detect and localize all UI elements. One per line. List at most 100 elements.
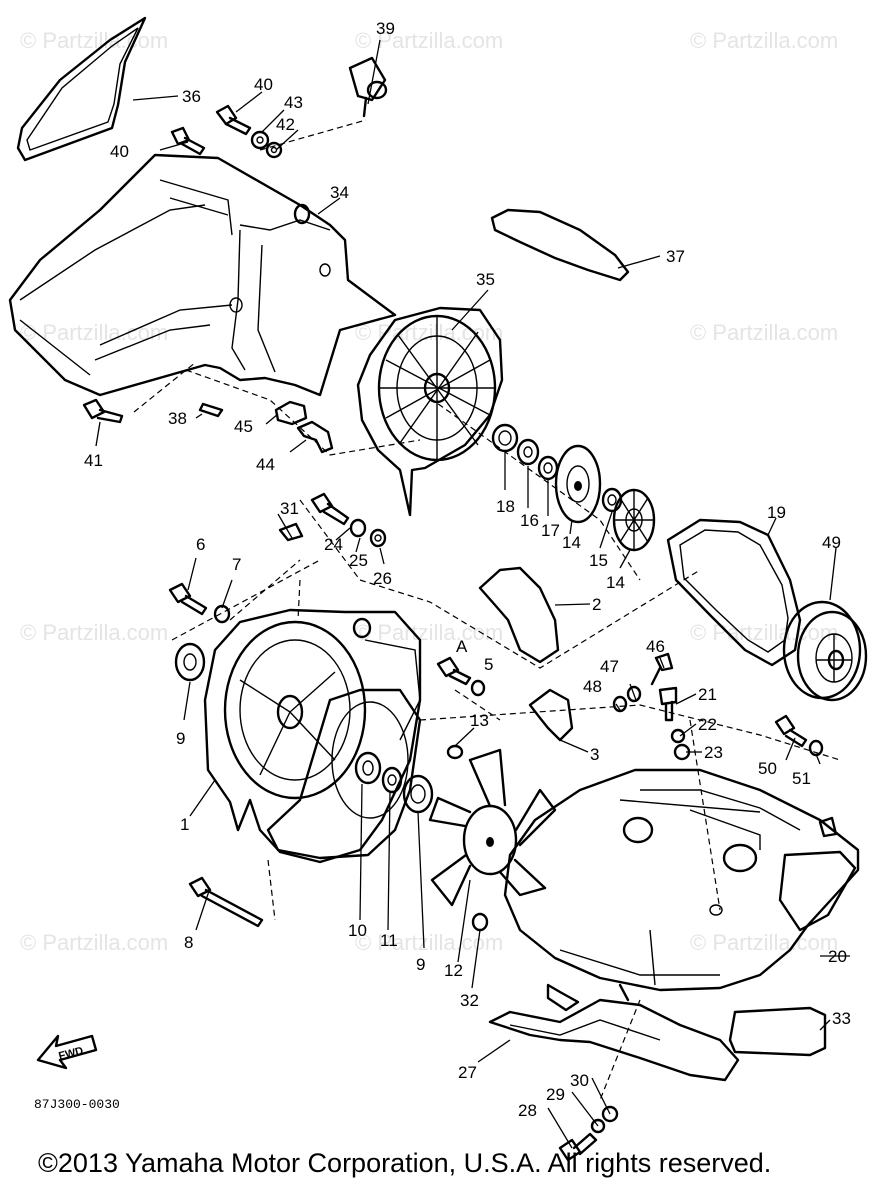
part-44-bracket [296,420,334,454]
callout-22: 22 [698,715,717,734]
callout-21: 21 [698,685,717,704]
part-34-upper-shroud [8,153,397,397]
part-36-cover-plate [16,16,147,162]
callout-20: 20 [828,947,847,966]
part-2-pad [478,566,560,664]
watermark: © Partzilla.com [690,620,838,645]
assembly-dashed-lines [133,119,841,1101]
callout-27: 27 [458,1063,477,1082]
callout-6: 6 [196,535,205,554]
callout-38: 38 [168,409,187,428]
callout-11: 11 [380,931,398,950]
callout-36: 36 [182,87,201,106]
callout-17: 17 [541,521,560,540]
callout-9: 9 [416,955,425,974]
part-27-deflector [488,983,740,1082]
callout-51: 51 [792,769,811,788]
copyright-notice: ©2013 Yamaha Motor Corporation, U.S.A. A… [38,1148,771,1178]
callout-30: 30 [570,1071,589,1090]
callout-40: 40 [110,142,129,161]
callout-47: 47 [600,657,619,676]
part-8-long-bolt [188,876,264,928]
callouts: 36 3 9 40 43 42 40 34 37 35 38 45 44 41 1… [84,19,851,1120]
part-46-bolt [650,652,674,686]
callout-40: 40 [254,75,273,94]
watermark: © Partzilla.com [690,28,838,53]
callout-3: 3 [590,745,599,764]
callout-1: 1 [180,815,189,834]
callout-19: 19 [767,503,786,522]
part-3-bracket [528,688,574,742]
callout-50: 50 [758,759,777,778]
callout-33: 33 [832,1009,851,1028]
callout-8: 8 [184,933,193,952]
callout-44: 44 [256,455,275,474]
part-21-bolt [658,686,678,722]
part-10-seal [354,751,382,785]
part-45-damper [274,400,308,426]
part-33-pad [728,1006,827,1057]
part-14-sheave-b [612,488,656,552]
part-6-bolt [168,582,208,616]
watermark: © Partzilla.com [690,320,838,345]
callout-41: 41 [84,451,103,470]
callout-24: 24 [324,535,343,554]
watermark: © Partzilla.com [20,28,168,53]
part-32-washer [471,912,489,932]
callout-45: 45 [234,417,253,436]
callout-5: 5 [484,655,493,674]
callout-15: 15 [589,551,608,570]
part-37-pad [490,208,630,282]
part-38-clip [198,402,224,418]
part-12-fan [428,748,557,907]
part-43-collar [250,130,270,150]
part-A-bolt [436,656,486,697]
part-9-seal-left [174,642,206,682]
part-48-washer [612,695,628,713]
watermark: © Partzilla.com [20,620,168,645]
part-39-hose-joint [348,56,388,118]
callout-32: 32 [460,991,479,1010]
callout-35: 35 [476,270,495,289]
callout-14: 14 [606,573,625,592]
watermarks: © Partzilla.com © Partzilla.com © Partzi… [20,28,838,955]
callout-42: 42 [276,115,295,134]
callout-16: 16 [520,511,539,530]
callout-10: 10 [348,921,367,940]
callout-13: 13 [470,711,489,730]
callout-46: 46 [646,637,665,656]
watermark: © Partzilla.com [355,620,503,645]
callout-23: 23 [704,743,723,762]
part-16-washer [516,438,540,466]
part-41-bolt [82,398,124,424]
callout-29: 29 [546,1085,565,1104]
callout-7: 7 [232,555,241,574]
part-rear-housing [266,688,422,860]
part-24-bolt [310,492,350,526]
callout-14: 14 [562,533,581,552]
callout-48: 48 [583,677,602,696]
part-1-fan-case [203,608,422,864]
callout-28: 28 [518,1101,537,1120]
part-40-bolt-upper [215,104,252,136]
callout-12: 12 [444,961,463,980]
fwd-arrow-icon: FWD [36,1034,98,1070]
callout-43: 43 [284,93,303,112]
part-13-grommet [446,744,464,760]
part-20-lower-shroud [503,768,860,992]
watermark: © Partzilla.com [20,930,168,955]
part-17-washer [537,455,559,481]
callout-49: 49 [822,533,841,552]
part-7-washer [213,604,231,624]
part-29-washer [590,1118,606,1134]
watermark: © Partzilla.com [690,930,838,955]
fwd-label: FWD [57,1045,84,1063]
part-49-pulley [782,600,868,702]
callout-A: A [456,637,468,656]
callout-37: 37 [666,247,685,266]
part-35-fan-cover [356,306,504,517]
callout-34: 34 [330,183,349,202]
callout-25: 25 [349,551,368,570]
part-40-bolt-lower [170,126,206,156]
